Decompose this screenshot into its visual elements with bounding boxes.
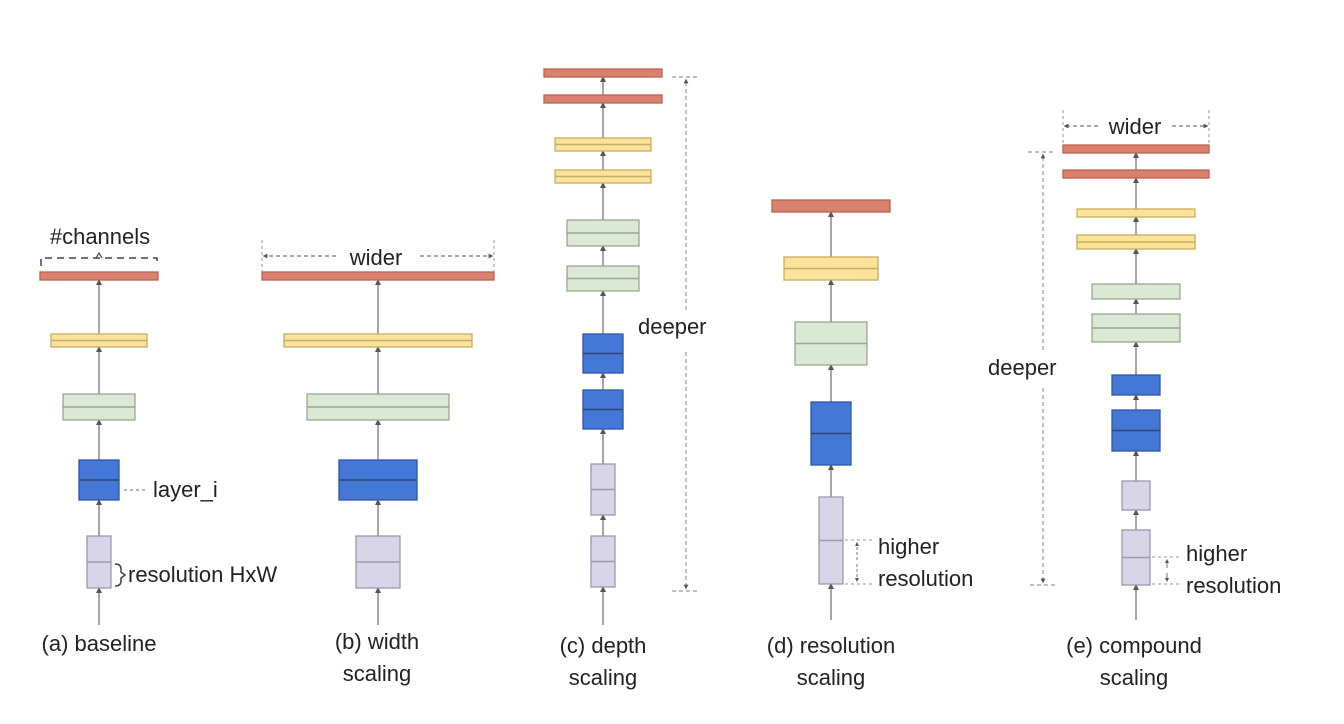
wider-annotation-b: wider: [261, 240, 495, 272]
higher-resolution-annotation-d: higher resolution: [845, 534, 973, 591]
layer-block-red-a: [39, 271, 159, 281]
caption-c-line2: scaling: [569, 665, 637, 690]
wider-annotation-e: wider: [1062, 110, 1210, 145]
layer-block-red-e: [1062, 144, 1210, 154]
resolution-brace: [114, 563, 127, 587]
channels-bracket: [40, 257, 158, 266]
higher-label-e: higher: [1186, 541, 1247, 566]
resolution-hxw-annotation: resolution HxW: [114, 562, 277, 587]
caption-e-line1: (e) compound: [1066, 633, 1202, 658]
channels-annotation: #channels: [40, 224, 158, 266]
caption-e-line2: scaling: [1100, 665, 1168, 690]
deeper-annotation-c: deeper: [638, 76, 707, 592]
layer-block-yellow-e: [1076, 208, 1196, 218]
layer-i-label: layer_i: [153, 477, 218, 502]
layer-block-green-e: [1091, 283, 1181, 300]
channels-label: #channels: [50, 224, 150, 249]
deeper-label-e: deeper: [988, 355, 1057, 380]
layer-block-red-c: [543, 94, 663, 104]
layer-block-red-d: [771, 199, 891, 213]
resolution-label-e: resolution: [1186, 573, 1281, 598]
captions: (a) baseline (b) width scaling (c) depth…: [42, 629, 1202, 690]
deeper-label-c: deeper: [638, 314, 707, 339]
blocks: [39, 68, 1210, 589]
caption-d-line2: scaling: [797, 665, 865, 690]
channels-caret-icon: [95, 251, 103, 259]
layer-block-red-e: [1062, 169, 1210, 179]
resolution-hxw-label: resolution HxW: [128, 562, 277, 587]
deeper-annotation-e: deeper: [988, 151, 1058, 586]
connectors: [96, 76, 1139, 625]
caption-a-line1: (a) baseline: [42, 631, 157, 656]
wider-label-b: wider: [349, 245, 403, 270]
higher-label-d: higher: [878, 534, 939, 559]
layer-block-lavender-e: [1121, 480, 1151, 511]
higher-resolution-annotation-e: higher resolution: [1152, 541, 1281, 598]
caption-d-line1: (d) resolution: [767, 633, 895, 658]
caption-b-line2: scaling: [343, 661, 411, 686]
layer-block-red-b: [261, 271, 495, 281]
caption-c-line1: (c) depth: [560, 633, 647, 658]
wider-label-e: wider: [1108, 114, 1162, 139]
layer-block-blue-e: [1111, 374, 1161, 396]
layer-i-annotation: layer_i: [124, 477, 218, 502]
resolution-label-d: resolution: [878, 566, 973, 591]
layer-block-red-c: [543, 68, 663, 78]
caption-b-line1: (b) width: [335, 629, 419, 654]
